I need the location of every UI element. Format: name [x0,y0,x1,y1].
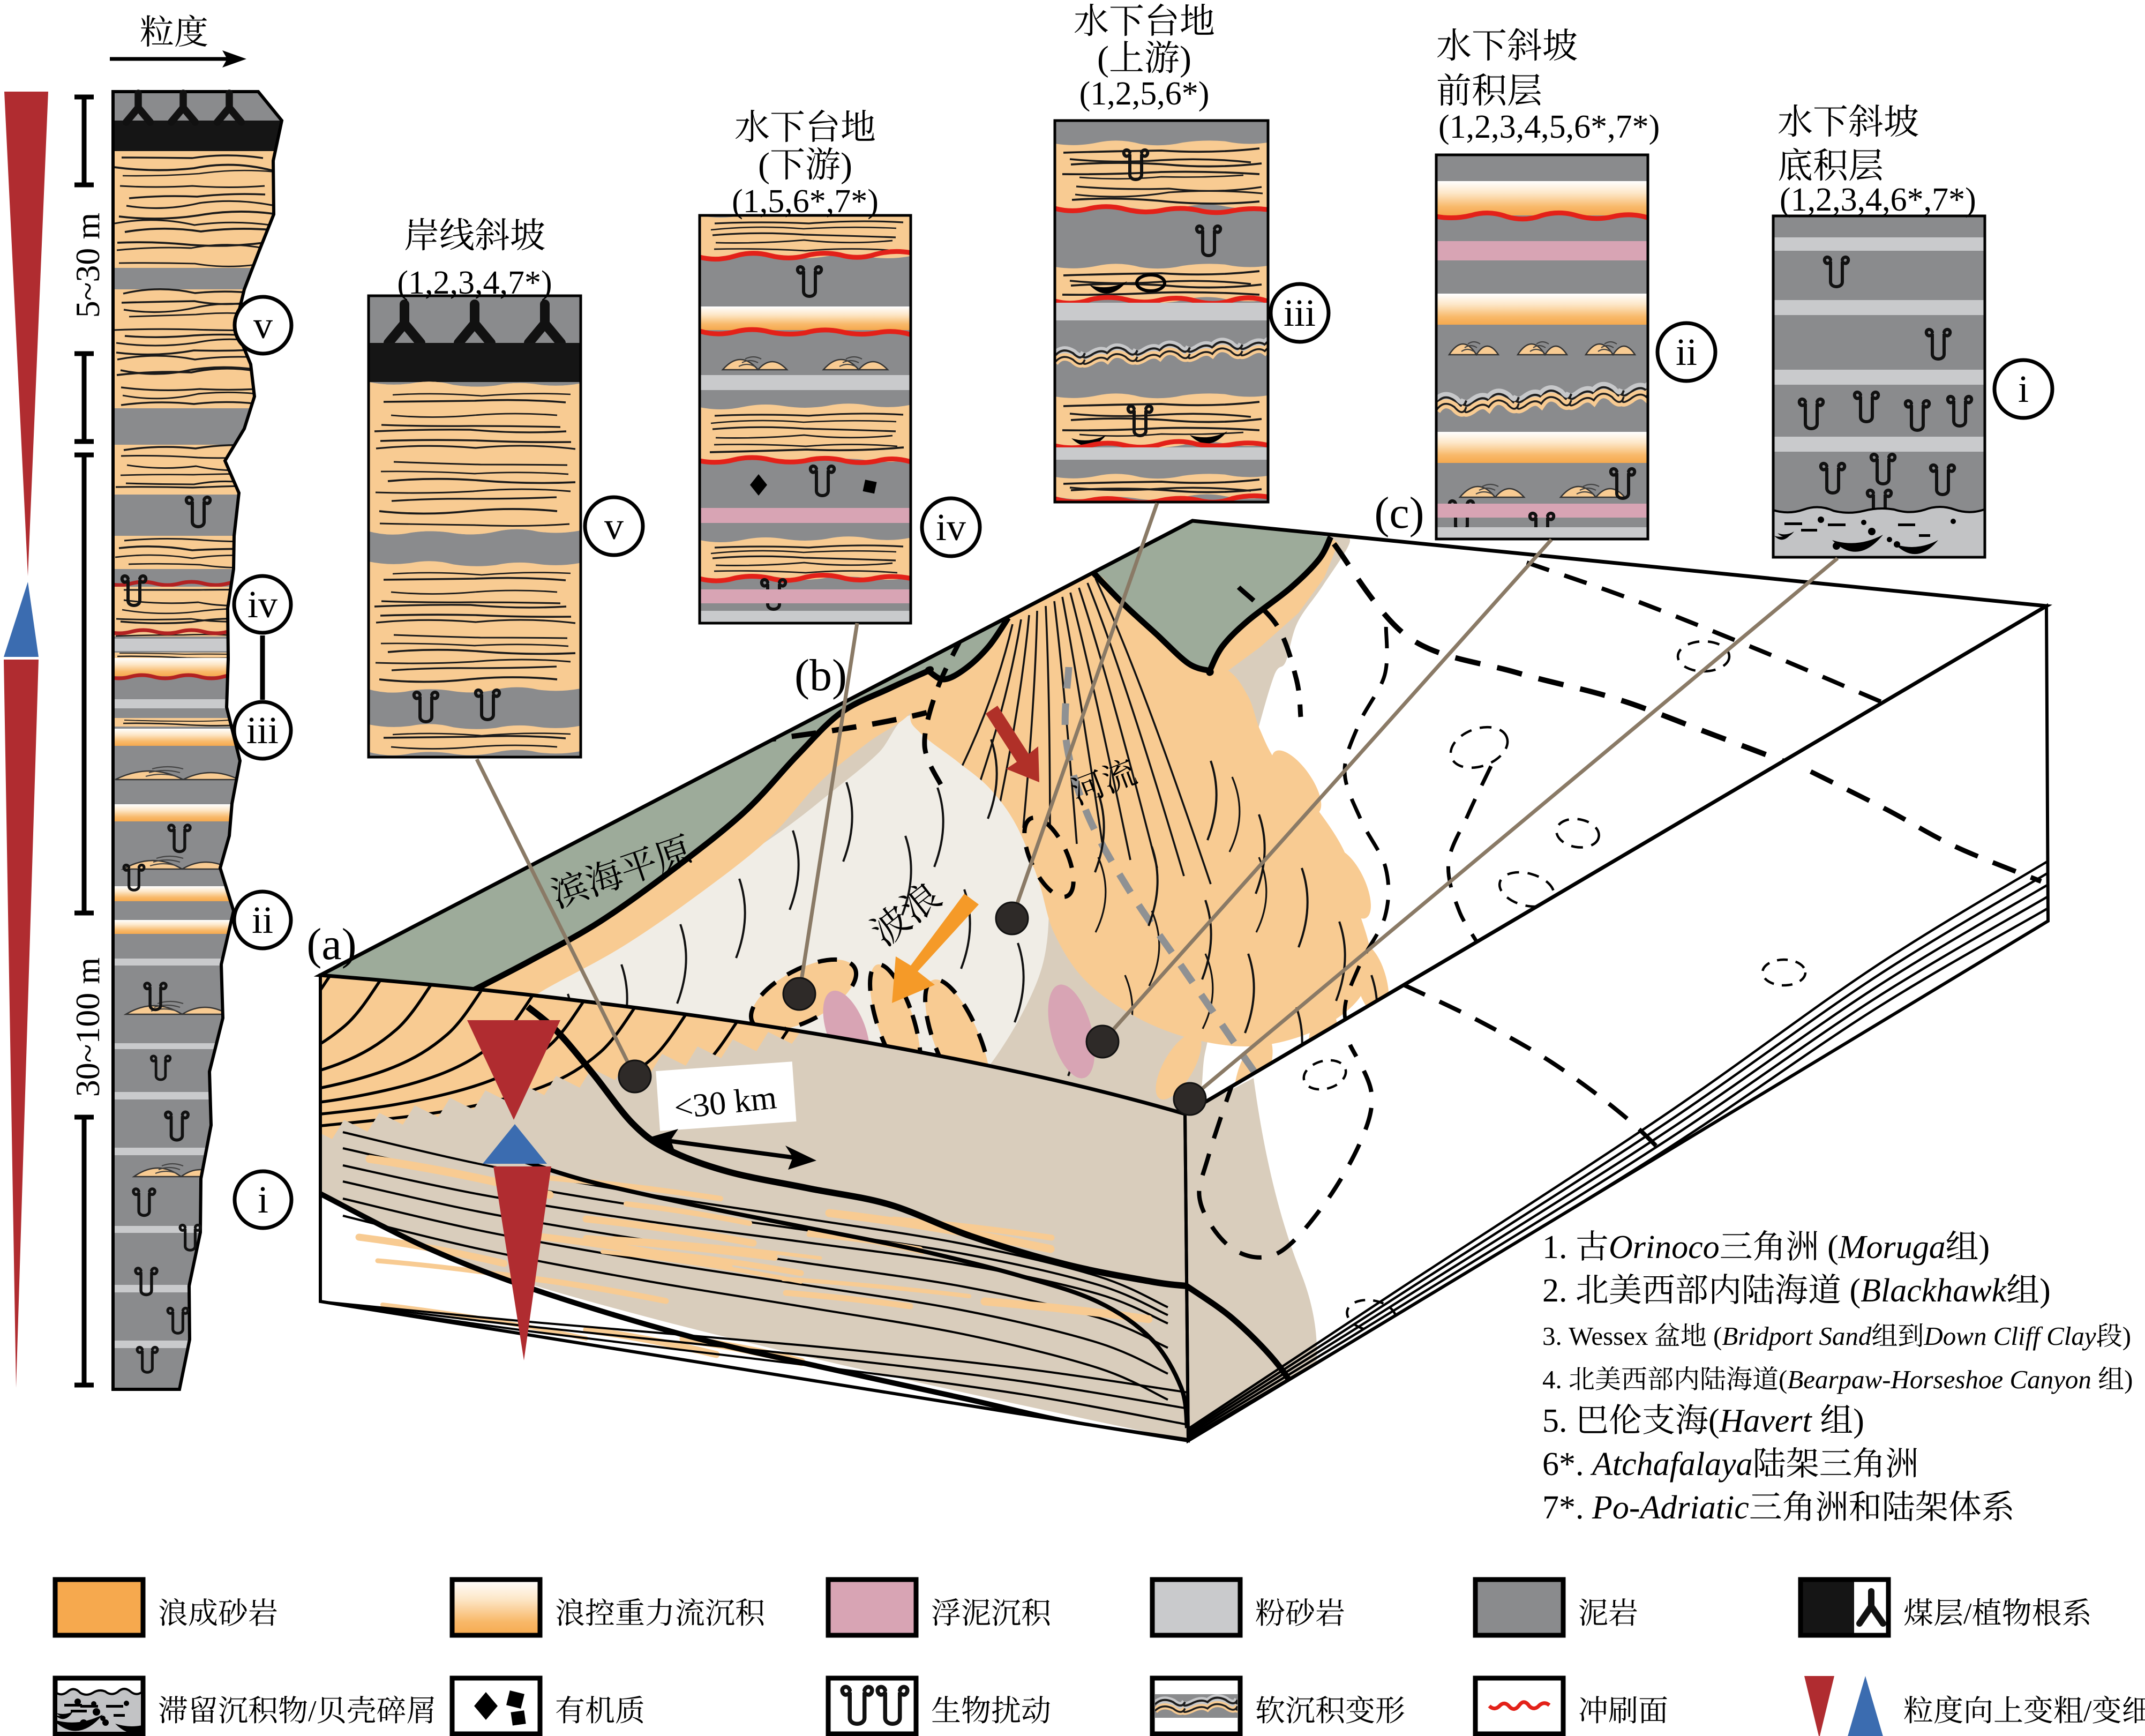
svg-text:Orinoco: Orinoco [1609,1229,1720,1266]
svg-text:7*.: 7*. [1542,1490,1592,1526]
svg-text:(1,2,5,6*): (1,2,5,6*) [1079,76,1210,112]
svg-text:(: ( [1707,1321,1722,1351]
svg-text:1.: 1. [1542,1229,1576,1266]
svg-text:(: ( [758,146,770,185]
svg-text:i: i [2018,368,2029,410]
svg-text:): ) [1979,1229,1990,1266]
svg-text:ii: ii [252,899,273,941]
svg-text:): ) [1853,1403,1864,1439]
svg-text:(: ( [1841,1273,1861,1309]
svg-text:Atchafalaya: Atchafalaya [1590,1446,1753,1483]
svg-text:Bridport Sand: Bridport Sand [1722,1321,1872,1351]
svg-text:Blackhawk: Blackhawk [1861,1273,2007,1309]
svg-text:(b): (b) [794,650,847,700]
svg-text:iii: iii [1284,291,1316,334]
svg-text:): ) [2039,1273,2051,1309]
svg-text:(: ( [1819,1229,1839,1266]
svg-text:iv: iv [936,506,966,549]
svg-text:v: v [604,505,624,548]
svg-text:(1,2,3,4,7*): (1,2,3,4,7*) [397,265,552,301]
svg-text:5.: 5. [1542,1403,1576,1439]
svg-text:iv: iv [248,583,278,626]
svg-text:(1,2,3,4,6*,7*): (1,2,3,4,6*,7*) [1780,182,1976,218]
svg-text:(: ( [1708,1403,1720,1439]
svg-text:(1,2,3,4,5,6*,7*): (1,2,3,4,5,6*,7*) [1438,109,1660,145]
svg-text:(a): (a) [306,919,356,969]
svg-text:): ) [841,146,852,185]
svg-text:(c): (c) [1374,488,1424,538]
svg-text:6*.: 6*. [1542,1446,1592,1483]
svg-text:/: / [1963,1597,1972,1630]
svg-text:v: v [253,304,273,347]
svg-text:2.: 2. [1542,1273,1576,1309]
svg-text:30~100 m: 30~100 m [69,957,107,1097]
svg-text:/: / [2083,1695,2092,1728]
svg-text:(: ( [1779,1365,1787,1394]
svg-text:): ) [2124,1365,2133,1394]
svg-text:3. Wessex: 3. Wessex [1542,1321,1655,1351]
svg-text:Havert: Havert [1719,1403,1813,1439]
svg-text:Po-Adriatic: Po-Adriatic [1592,1490,1749,1526]
svg-text:4.: 4. [1542,1365,1569,1394]
svg-text:(1,5,6*,7*): (1,5,6*,7*) [732,183,879,220]
svg-text:): ) [2122,1321,2131,1351]
svg-text:): ) [1180,39,1191,78]
svg-text:iii: iii [246,709,279,752]
svg-text:Down Cliff Clay: Down Cliff Clay [1923,1321,2096,1351]
svg-text:(: ( [1097,39,1109,78]
svg-text:Bearpaw-Horseshoe Canyon: Bearpaw-Horseshoe Canyon [1787,1365,2091,1394]
svg-text:5~30 m: 5~30 m [69,213,107,318]
svg-text:ii: ii [1676,331,1697,373]
svg-text:/: / [308,1695,317,1728]
svg-text:Moruga: Moruga [1838,1229,1946,1266]
svg-text:i: i [258,1178,268,1221]
